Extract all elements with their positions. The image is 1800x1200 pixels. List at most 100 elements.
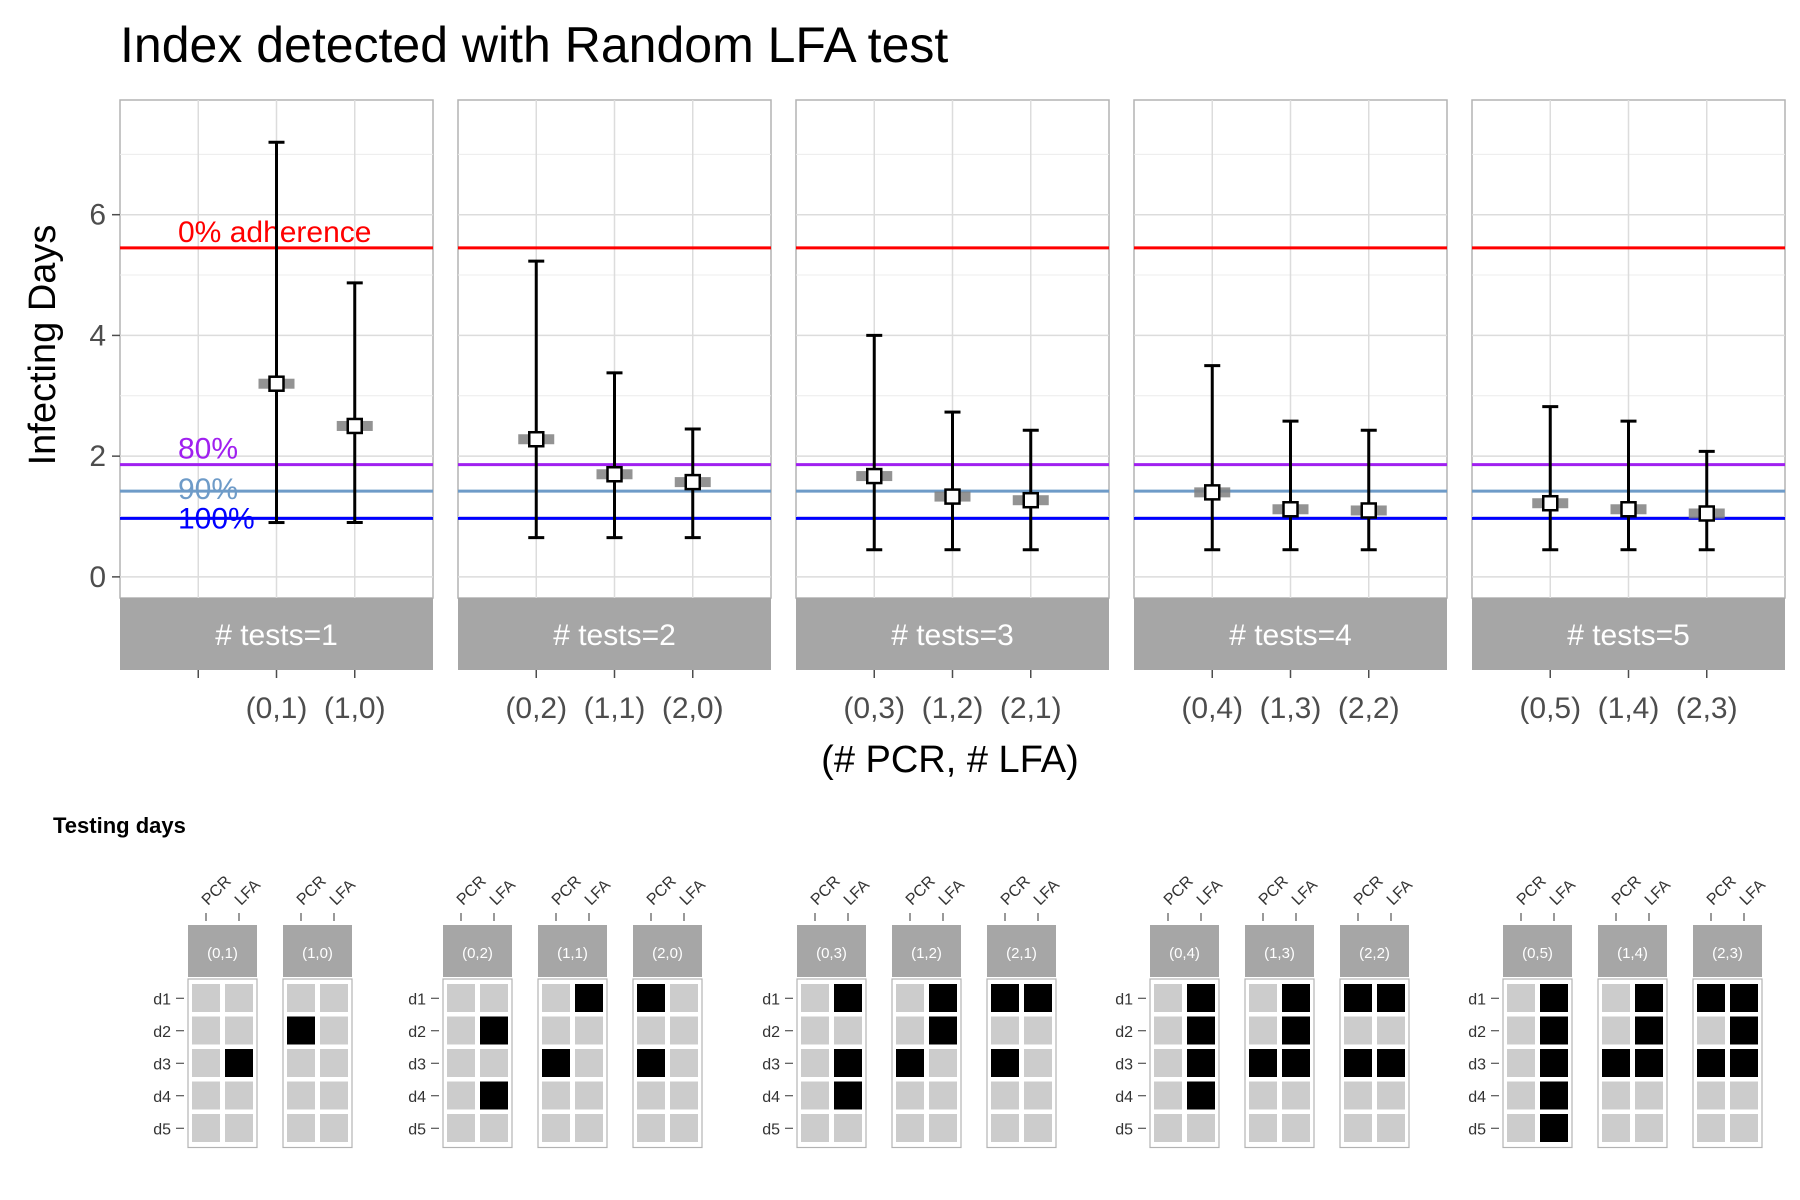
test-day-cell-off (1602, 1016, 1630, 1045)
test-day-cell-off (575, 1114, 603, 1142)
column-label: LFA (1031, 876, 1063, 908)
reference-line-label: 0% adherence (178, 216, 371, 249)
test-day-cell-on (1730, 984, 1758, 1012)
facet-strip-label: # tests=4 (1229, 619, 1352, 652)
row-label: d3 (408, 1056, 426, 1073)
test-day-cell-off (192, 1016, 220, 1045)
row-label: d3 (1115, 1056, 1133, 1073)
test-day-cell-off (480, 1049, 508, 1077)
column-label: PCR (549, 873, 585, 909)
column-label: PCR (903, 873, 939, 909)
test-day-cell-on (991, 1049, 1019, 1077)
test-day-cell-off (929, 1049, 957, 1077)
row-label: d1 (1468, 991, 1486, 1008)
facet-panel: # tests=2(0,2)(1,1)(2,0) (457, 99, 772, 725)
facet-strip (458, 598, 771, 670)
schedule-strip (1245, 925, 1314, 977)
x-tick-label: (2,3) (1676, 692, 1738, 725)
test-day-cell-off (225, 984, 253, 1012)
test-day-cell-off (542, 1114, 570, 1142)
schedule-strip (633, 925, 702, 977)
test-day-cell-off (480, 1114, 508, 1142)
test-day-cell-off (801, 1016, 829, 1045)
column-label: PCR (1161, 873, 1197, 909)
test-day-cell-on (1282, 984, 1310, 1012)
test-day-cell-off (1249, 984, 1277, 1012)
row-label: d4 (153, 1089, 171, 1106)
test-day-cell-off (1377, 1016, 1405, 1045)
test-day-cell-off (287, 1114, 315, 1142)
error-bar (1698, 449, 1715, 552)
data-point (1022, 491, 1039, 509)
row-label: d5 (408, 1121, 426, 1138)
data-point (606, 466, 623, 483)
schedule-strip (188, 925, 257, 977)
column-label: PCR (1704, 873, 1740, 909)
test-day-cell-off (1377, 1114, 1405, 1142)
test-day-cell-on (1187, 1049, 1215, 1077)
test-day-cell-off (670, 1081, 698, 1110)
test-day-cell-on (1249, 1049, 1277, 1077)
test-day-cell-off (637, 1081, 665, 1110)
test-day-cell-on (542, 1049, 570, 1077)
test-day-cell-on (1697, 984, 1725, 1012)
data-point (1282, 501, 1299, 518)
test-day-cell-off (670, 1016, 698, 1045)
test-day-cell-off (896, 1114, 924, 1142)
column-label: PCR (454, 873, 490, 909)
column-label: LFA (232, 876, 264, 908)
error-bar (1360, 428, 1377, 552)
y-tick-label: 0 (89, 561, 106, 594)
test-day-cell-off (1249, 1016, 1277, 1045)
facet-strip-label: # tests=3 (891, 619, 1014, 652)
test-day-cell-off (192, 1114, 220, 1142)
test-day-cell-off (225, 1114, 253, 1142)
test-day-cell-off (801, 984, 829, 1012)
x-tick-label: (0,4) (1181, 692, 1243, 725)
facet-strip-label: # tests=2 (553, 619, 676, 652)
data-point (944, 488, 961, 505)
test-day-cell-on (1187, 1081, 1215, 1110)
column-label: LFA (1737, 876, 1769, 908)
test-day-cell-on (834, 1081, 862, 1110)
test-day-cell-off (991, 1081, 1019, 1110)
row-label: d4 (762, 1089, 780, 1106)
x-tick-label: (2,2) (1338, 692, 1400, 725)
chart-title: Index detected with Random LFA test (120, 17, 948, 73)
test-day-cell-on (1730, 1016, 1758, 1045)
schedule-strip-label: (0,4) (1169, 945, 1200, 962)
facet-strip (796, 598, 1109, 670)
test-day-cell-off (834, 1114, 862, 1142)
test-day-cell-off (1282, 1081, 1310, 1110)
row-label: d2 (762, 1024, 780, 1041)
test-day-cell-off (670, 984, 698, 1012)
test-day-cell-off (991, 1114, 1019, 1142)
row-label: d1 (762, 991, 780, 1008)
row-label: d4 (1468, 1089, 1486, 1106)
test-day-cell-on (1697, 1049, 1725, 1077)
test-day-cell-off (320, 984, 348, 1012)
test-day-cell-off (1507, 1016, 1535, 1045)
test-day-cell-off (1507, 1114, 1535, 1142)
reference-line-label: 90% (178, 473, 238, 506)
x-tick-label: (1,0) (324, 692, 386, 725)
test-day-cell-off (447, 1016, 475, 1045)
test-day-cell-off (480, 984, 508, 1012)
test-day-cell-on (1282, 1049, 1310, 1077)
column-label: PCR (1609, 873, 1645, 909)
test-day-cell-off (542, 984, 570, 1012)
test-day-cell-on (896, 1049, 924, 1077)
test-day-cell-off (801, 1081, 829, 1110)
row-label: d2 (408, 1024, 426, 1041)
schedule-strip-label: (1,1) (557, 945, 588, 962)
testing-days-grids: d1d2d3d4d5PCRLFA(0,1)PCRLFA(1,0)d1d2d3d4… (153, 873, 1769, 1149)
test-day-cell-on (287, 1016, 315, 1045)
row-label: d4 (408, 1089, 426, 1106)
test-day-cell-off (1249, 1114, 1277, 1142)
test-day-cell-off (1602, 1081, 1630, 1110)
column-label: LFA (1384, 876, 1416, 908)
